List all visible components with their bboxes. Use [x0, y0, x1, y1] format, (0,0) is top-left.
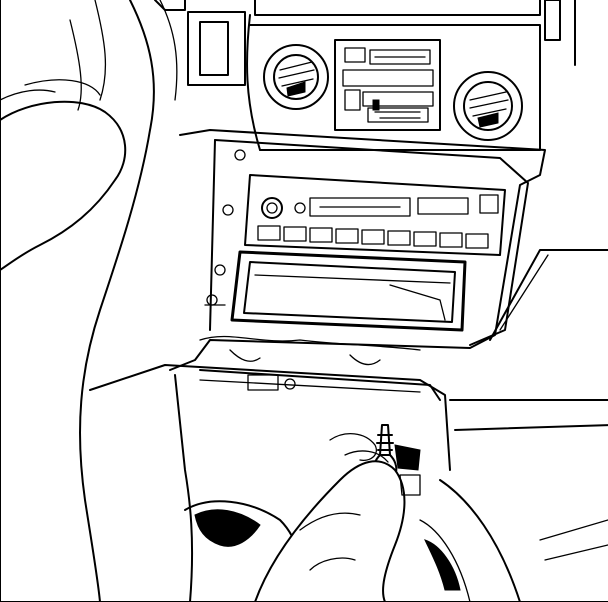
floor-lines [0, 519, 608, 602]
radio-head-unit [244, 174, 506, 256]
right-air-vent [453, 71, 523, 141]
left-air-vent [263, 44, 329, 110]
climate-control-panel [334, 39, 441, 131]
shift-boot [184, 500, 471, 602]
technician-hand [254, 433, 421, 602]
dashboard-top [154, 0, 576, 151]
storage-pocket [230, 250, 467, 332]
radio-preset-buttons [257, 225, 489, 249]
driver-seat [0, 0, 178, 602]
center-console [89, 249, 608, 602]
